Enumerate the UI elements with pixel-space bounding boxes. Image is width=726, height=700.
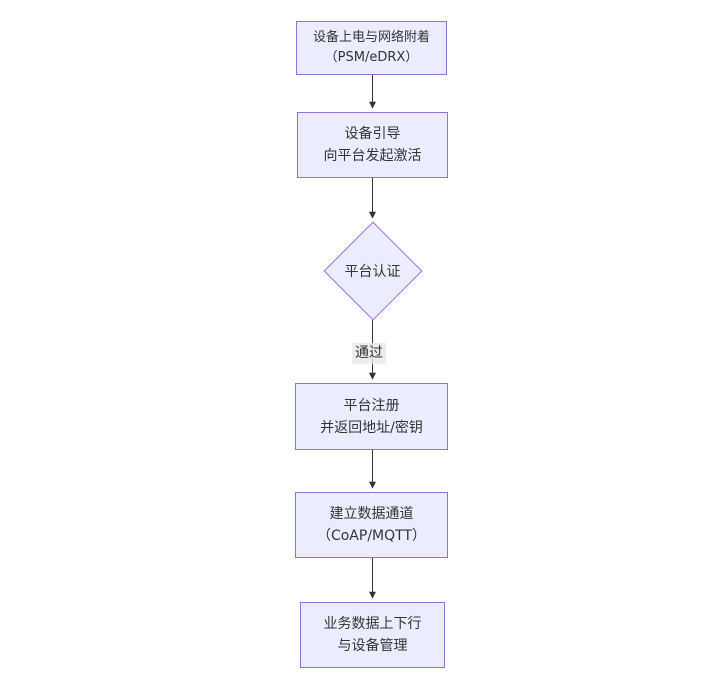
node-register-line2: 并返回地址/密钥 — [320, 419, 423, 436]
node-bootstrap: 设备引导 向平台发起激活 — [297, 112, 448, 178]
decision-platform-auth-label: 平台认证 — [344, 264, 401, 280]
node-register: 平台注册 并返回地址/密钥 — [295, 383, 448, 450]
node-business-data-line1: 业务数据上下行 — [323, 616, 422, 632]
node-data-channel-line2: （CoAP/MQTT） — [316, 528, 427, 544]
decision-platform-auth: 平台认证 — [322, 221, 423, 321]
node-data-channel-line1: 建立数据通道 — [329, 506, 414, 522]
node-business-data-line2: 与设备管理 — [337, 638, 408, 654]
node-business-data: 业务数据上下行 与设备管理 — [300, 602, 445, 668]
node-data-channel: 建立数据通道 （CoAP/MQTT） — [295, 492, 448, 558]
node-bootstrap-line2: 向平台发起激活 — [323, 148, 422, 164]
edge-label-pass: 通过 — [352, 343, 386, 364]
node-power-attach-line2: （PSM/eDRX） — [324, 50, 419, 65]
node-power-attach-line1: 设备上电与网络附着 — [312, 30, 430, 45]
node-bootstrap-line1: 设备引导 — [344, 126, 401, 142]
node-register-line1: 平台注册 — [343, 397, 400, 414]
node-power-attach: 设备上电与网络附着 （PSM/eDRX） — [296, 21, 447, 75]
